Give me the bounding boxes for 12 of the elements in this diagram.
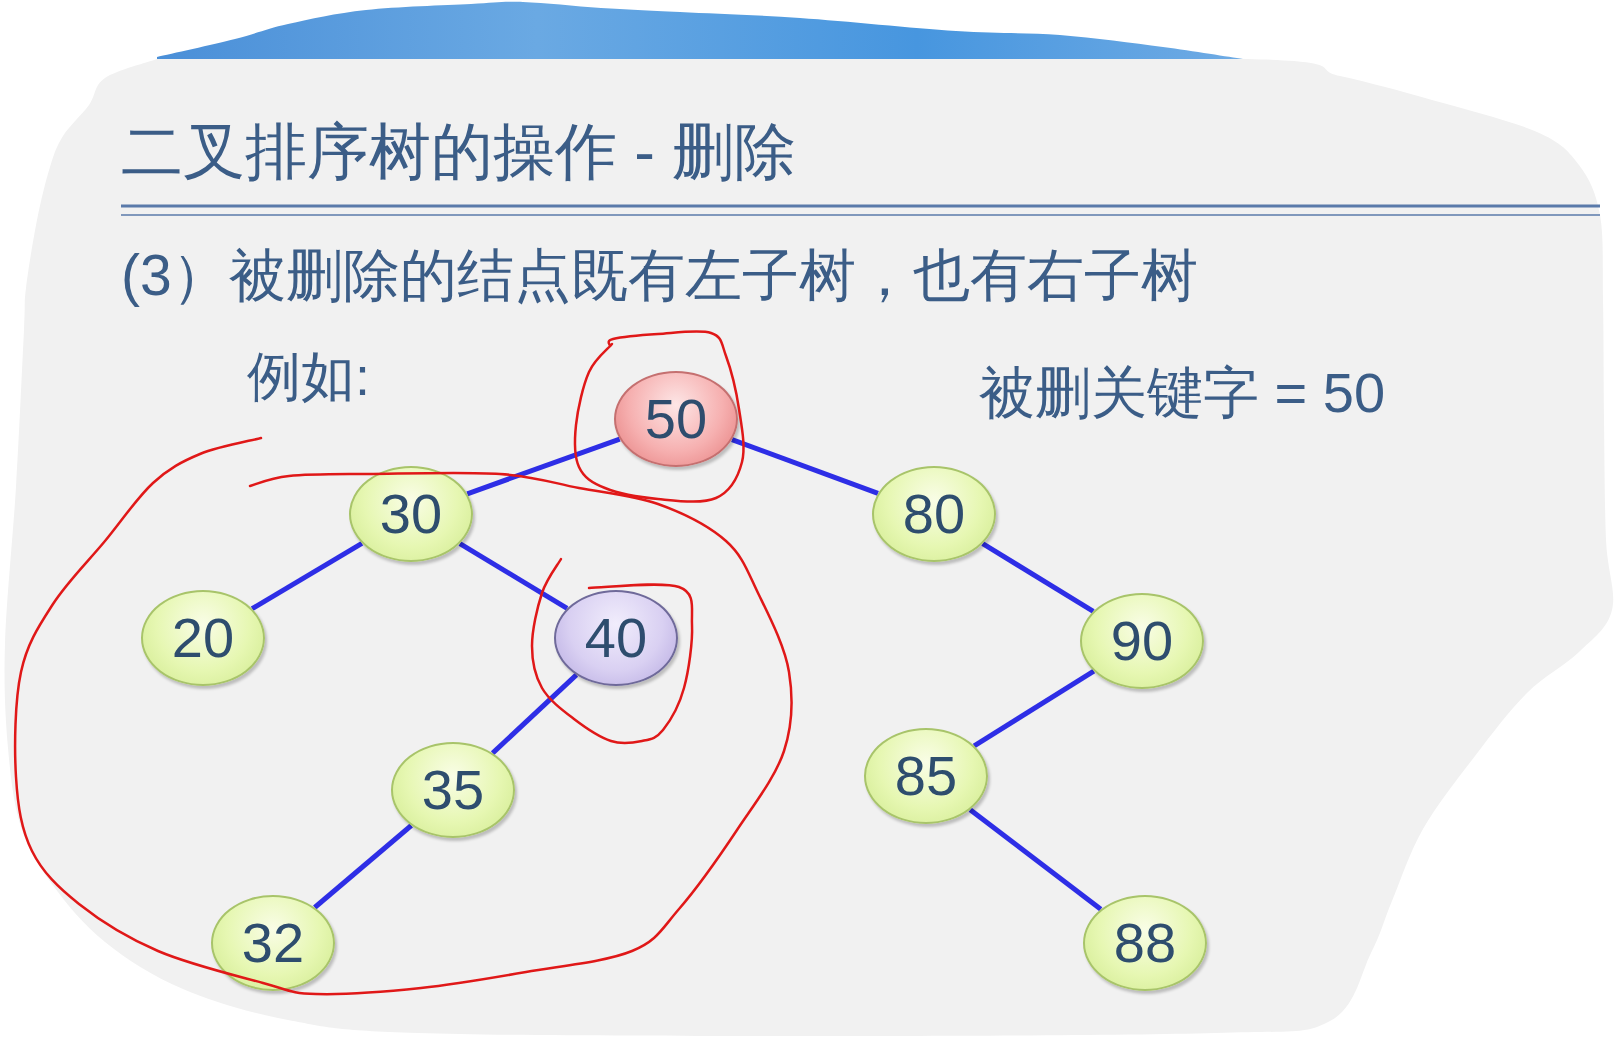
tree-edge [981,541,1095,614]
tree-edge [458,541,569,611]
tree-edge [250,541,364,611]
example-label: 例如: [247,349,370,403]
tree-edge [313,823,413,910]
deleted-key-label: 被删关键字 = 50 [979,365,1386,421]
tree-edge [466,436,621,497]
tree-edge [972,669,1096,748]
tree-edge [490,673,579,755]
tree-edge [731,437,879,496]
tree-edge [968,807,1103,912]
slide-title: 二叉排序树的操作 - 删除 [121,121,797,183]
